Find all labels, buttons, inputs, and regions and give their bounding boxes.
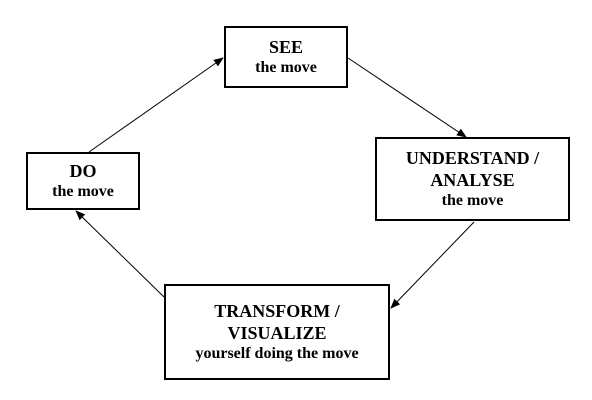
node-do-subtitle: the move <box>52 183 114 200</box>
node-do-title: DO <box>69 161 97 181</box>
node-transform-title-line-1: TRANSFORM / <box>214 301 340 321</box>
node-see: SEE the move <box>224 26 348 88</box>
node-understand-title-line-1: UNDERSTAND / <box>405 148 540 168</box>
arrow-transform-to-do <box>75 210 165 298</box>
node-transform-subtitle: yourself doing the move <box>195 345 359 362</box>
node-understand-title-line-2: ANALYSE <box>430 170 515 190</box>
node-understand-subtitle: the move <box>441 192 504 209</box>
arrow-see-to-understand <box>347 57 467 138</box>
arrow-understand-to-transform <box>390 221 475 309</box>
arrow-do-to-see <box>88 57 224 153</box>
node-understand: UNDERSTAND / ANALYSE the move <box>375 137 570 221</box>
node-transform: TRANSFORM / VISUALIZE yourself doing the… <box>164 284 390 380</box>
node-do: DO the move <box>26 152 140 210</box>
node-see-subtitle: the move <box>255 59 317 76</box>
node-transform-title-line-2: VISUALIZE <box>227 323 327 343</box>
node-see-title: SEE <box>268 37 304 57</box>
